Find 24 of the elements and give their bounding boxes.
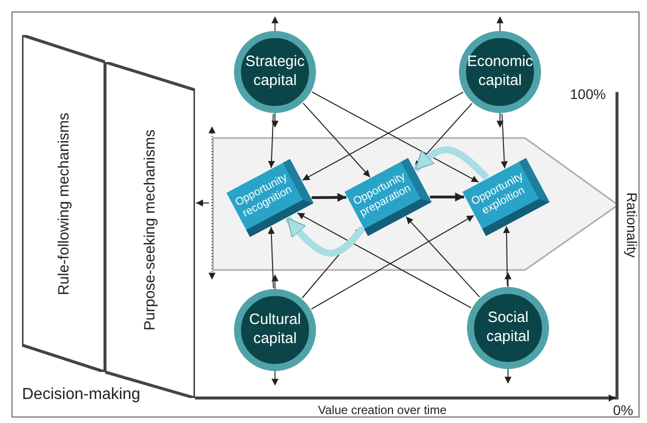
- capital-circle: Economic capital: [459, 31, 541, 113]
- arrow: [196, 200, 210, 206]
- tick-label: 0%: [613, 402, 634, 418]
- arrow: [503, 226, 510, 286]
- arrow: [302, 102, 371, 178]
- arrow: [500, 113, 508, 169]
- capital-circle: Cultural capital: [234, 289, 316, 371]
- capital-circle: Social capital: [467, 287, 549, 369]
- arrow: [268, 226, 275, 289]
- arrow: [312, 192, 346, 202]
- panel-label: Rule-following mechanisms: [55, 112, 72, 295]
- axis-label: Value creation over time: [318, 403, 447, 417]
- arrow: [311, 92, 480, 183]
- curved-arrow: [284, 216, 366, 257]
- arrow: [430, 192, 464, 202]
- capital-circle: Strategic capital: [234, 31, 316, 113]
- arrow: [268, 113, 275, 168]
- axis-label: Decision-making: [22, 386, 140, 404]
- arrow: [406, 216, 480, 298]
- axis-label: Rationality: [624, 192, 640, 258]
- curved-arrow: [412, 146, 490, 180]
- arrow: [302, 92, 464, 181]
- panel-label: Purpose-seeking mechanisms: [142, 130, 158, 330]
- tick-label: 100%: [570, 86, 606, 102]
